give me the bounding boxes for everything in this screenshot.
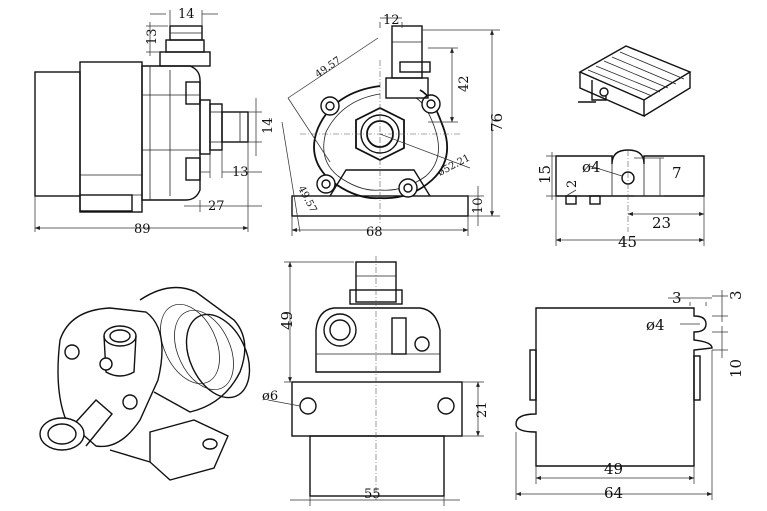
dim-55: 55 bbox=[364, 487, 381, 502]
dim-49-57-lower: 49.57 bbox=[295, 184, 318, 214]
dim-42: 42 bbox=[457, 75, 472, 92]
dim-15: 15 bbox=[536, 165, 554, 184]
dim-14-right: 14 bbox=[261, 117, 276, 134]
dim-49-height: 49 bbox=[278, 311, 296, 330]
bracket-flat-pattern: 3 3 ø4 10 49 64 bbox=[515, 289, 745, 502]
dim-21: 21 bbox=[475, 401, 490, 418]
dim-23: 23 bbox=[652, 214, 671, 232]
dim-12: 12 bbox=[383, 13, 400, 28]
dim-13-vertical: 13 bbox=[145, 28, 160, 45]
dim-49-57-upper: 49.57 bbox=[313, 55, 343, 80]
rear-view: 49 ø6 21 55 bbox=[262, 256, 490, 506]
dim-13-horizontal: 13 bbox=[232, 165, 249, 180]
dim-4: ø4 bbox=[582, 158, 601, 176]
dim-64: 64 bbox=[604, 484, 623, 502]
dim-68: 68 bbox=[366, 225, 383, 240]
dim-45: 45 bbox=[618, 233, 637, 251]
dim-10: 10 bbox=[471, 197, 486, 214]
dim-6: ø6 bbox=[262, 389, 278, 404]
pump-isometric bbox=[39, 286, 251, 481]
dim-14-top: 14 bbox=[178, 7, 195, 22]
dim-7: 7 bbox=[672, 164, 682, 182]
dim-76: 76 bbox=[488, 113, 506, 132]
bracket-isometric bbox=[578, 45, 692, 118]
dim-4-hole: ø4 bbox=[646, 316, 665, 334]
side-view: 14 13 14 13 27 89 bbox=[34, 7, 276, 237]
dim-89: 89 bbox=[134, 222, 151, 237]
dim-52-21: ø52.21 bbox=[436, 153, 472, 179]
front-view: 12 42 76 49.57 49.57 ø52.21 10 68 bbox=[281, 13, 506, 240]
dim-2: 2 bbox=[565, 180, 580, 188]
bracket-top-view: 15 2 ø4 7 23 45 bbox=[536, 149, 705, 251]
dim-3-right: 3 bbox=[727, 290, 745, 300]
dim-10-flat: 10 bbox=[727, 359, 745, 378]
dim-3-left: 3 bbox=[672, 289, 682, 307]
dim-49-flat: 49 bbox=[604, 460, 623, 478]
dim-27: 27 bbox=[208, 199, 225, 214]
